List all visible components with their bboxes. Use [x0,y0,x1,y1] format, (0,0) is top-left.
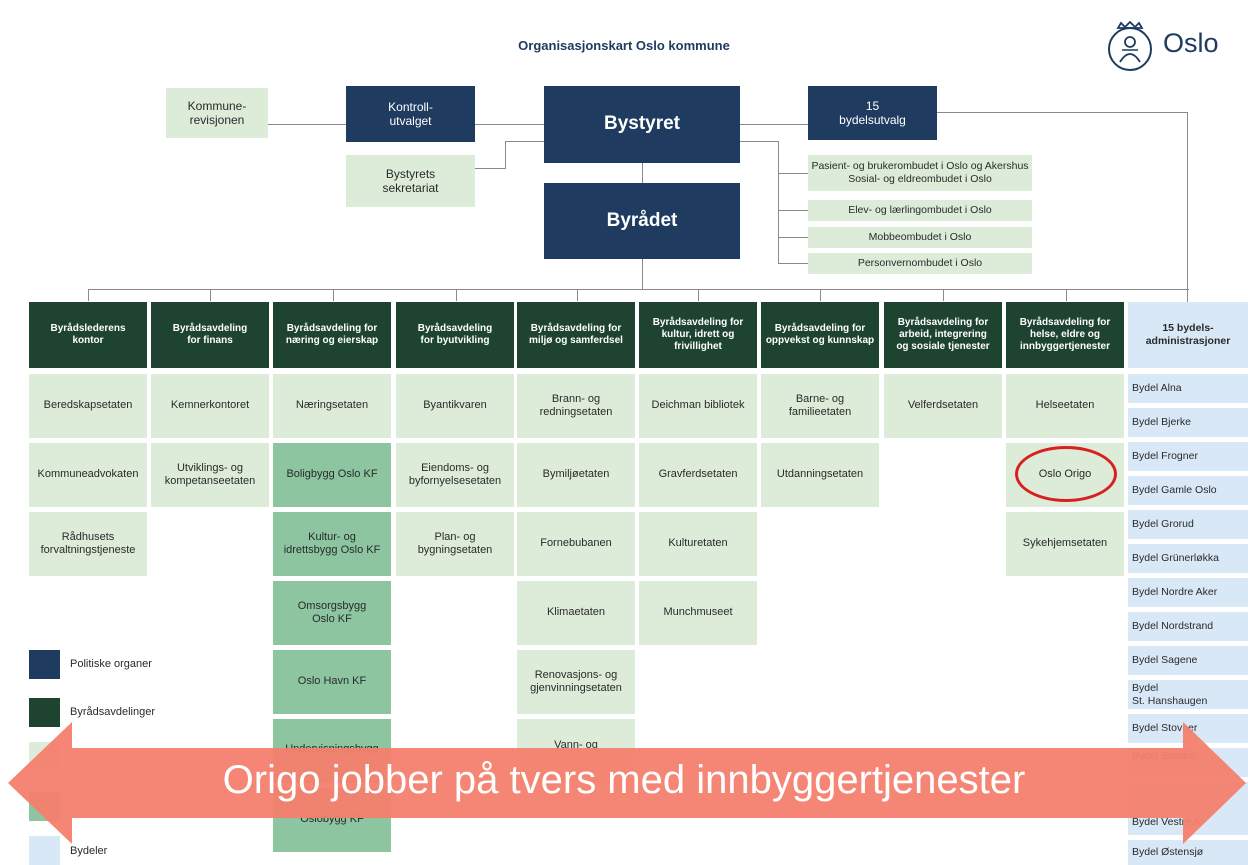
connector [88,289,89,301]
box-byradet: Byrådet [544,183,740,259]
bydel-item: Bydel Bjerke [1128,408,1248,437]
unit-box: Velferdsetaten [884,374,1002,438]
unit-box: Eiendoms- og byfornyelsesetaten [396,443,514,507]
unit-box: Sykehjemsetaten [1006,512,1124,576]
dept-header: Byrådsavdeling for byutvikling [396,302,514,368]
box-bystyrets-sekretariat: Bystyrets sekretariat [346,155,475,207]
unit-box: Klimaetaten [517,581,635,645]
unit-box-kf: Kultur- og idrettsbygg Oslo KF [273,512,391,576]
dept-header: Byrådsavdeling for arbeid, integrering o… [884,302,1002,368]
box-ombud: Mobbeombudet i Oslo [808,227,1032,248]
bydel-item: Bydel Grorud [1128,510,1248,539]
connector [698,289,699,301]
bydel-item: Bydel Grünerløkka [1128,544,1248,573]
unit-box-kf: Omsorgsbygg Oslo KF [273,581,391,645]
connector [456,289,457,301]
box-ombud: Personvernombudet i Oslo [808,253,1032,274]
legend-label: Politiske organer [70,658,152,670]
unit-box: Kommuneadvokaten [29,443,147,507]
box-bystyret: Bystyret [544,86,740,163]
connector [778,210,808,211]
unit-box: Byantikvaren [396,374,514,438]
connector [505,141,544,142]
unit-box: Næringsetaten [273,374,391,438]
unit-box: Renovasjons- og gjenvinningsetaten [517,650,635,714]
connector [475,168,505,169]
legend-swatch-bydel [29,836,60,865]
oslo-seal-icon [1108,20,1152,71]
box-kommunerevisjonen: Kommune- revisjonen [166,88,268,138]
connector [740,124,808,125]
unit-box: Rådhusets forvaltningstjeneste [29,512,147,576]
page-title: Organisasjonskart Oslo kommune [518,38,730,53]
bydel-item: Bydel Sagene [1128,646,1248,675]
connector [88,289,1189,290]
unit-box: Brann- og redningsetaten [517,374,635,438]
connector [475,124,544,125]
dept-header: Byrådsavdeling for finans [151,302,269,368]
connector [778,237,808,238]
bydel-item: Bydel Alna [1128,374,1248,403]
legend-label: Bydeler [70,845,108,857]
unit-box: Fornebubanen [517,512,635,576]
unit-box: Utdanningsetaten [761,443,879,507]
connector [1066,289,1067,301]
connector [577,289,578,301]
legend-swatch-byradsavdeling [29,698,60,727]
unit-box: Bymiljøetaten [517,443,635,507]
connector [642,259,643,289]
box-kontrollutvalget: Kontroll- utvalget [346,86,475,142]
bydel-item: Bydel St. Hanshaugen [1128,680,1248,709]
unit-box: Utviklings- og kompetanseetaten [151,443,269,507]
unit-box-kf: Boligbygg Oslo KF [273,443,391,507]
dept-header: Byrådslederens kontor [29,302,147,368]
bydel-item: Bydel Frogner [1128,442,1248,471]
connector [210,289,211,301]
logo-text: Oslo [1163,28,1219,58]
bydel-item: Bydel Østensjø [1128,840,1248,865]
connector [778,173,808,174]
unit-box: Barne- og familieetaten [761,374,879,438]
highlight-circle [1015,446,1117,502]
banner-text: Origo jobber på tvers med innbyggertjene… [222,758,1026,802]
dept-header: Byrådsavdeling for oppvekst og kunnskap [761,302,879,368]
unit-box: Helseetaten [1006,374,1124,438]
unit-box: Beredskapsetaten [29,374,147,438]
connector [333,289,334,301]
connector [1187,112,1188,307]
box-ombud: Elev- og lærlingombudet i Oslo [808,200,1032,221]
connector [943,289,944,301]
connector [505,141,506,169]
connector [1187,289,1188,301]
connector [937,112,1188,113]
connector [740,141,778,142]
unit-box: Gravferdsetaten [639,443,757,507]
connector [820,289,821,301]
connector [642,163,643,183]
dept-header: Byrådsavdeling for kultur, idrett og fri… [639,302,757,368]
dept-header: Byrådsavdeling for miljø og samferdsel [517,302,635,368]
legend-swatch-politisk [29,650,60,679]
unit-box: Plan- og bygningsetaten [396,512,514,576]
dept-header: Byrådsavdeling for næring og eierskap [273,302,391,368]
bydel-item: Bydel Gamle Oslo [1128,476,1248,505]
unit-box: Kulturetaten [639,512,757,576]
connector [778,141,779,264]
unit-box: Deichman bibliotek [639,374,757,438]
unit-box: Munchmuseet [639,581,757,645]
unit-box: Kemnerkontoret [151,374,269,438]
box-bydelsutvalg: 15 bydelsutvalg [808,86,937,140]
bydel-item: Bydel Nordre Aker [1128,578,1248,607]
bydel-item: Bydel Nordstrand [1128,612,1248,641]
legend-label: Byrådsavdelinger [70,706,155,718]
bydeler-header: 15 bydels- administrasjoner [1128,302,1248,368]
connector [778,263,808,264]
connector [268,124,346,125]
dept-header: Byrådsavdeling for helse, eldre og innby… [1006,302,1124,368]
box-ombud: Pasient- og brukerombudet i Oslo og Aker… [808,155,1032,191]
unit-box-kf: Oslo Havn KF [273,650,391,714]
